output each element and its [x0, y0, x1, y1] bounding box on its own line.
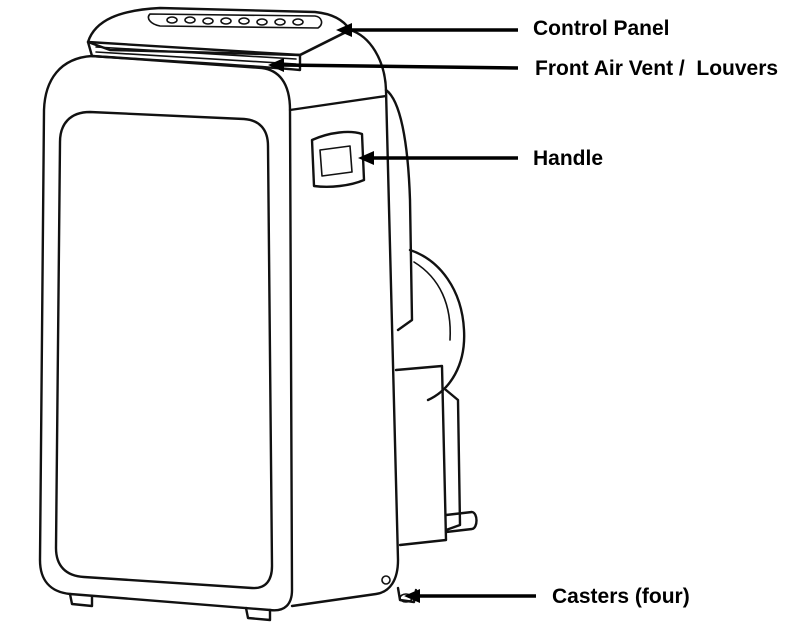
front-shell [38, 54, 294, 612]
label-handle: Handle [533, 147, 603, 170]
front-panel [54, 110, 274, 590]
arrow-handle [358, 151, 374, 165]
label-front-air-vent: Front Air Vent / Louvers [535, 57, 778, 80]
front-air-vent [86, 40, 302, 72]
control-panel [147, 13, 323, 29]
arrow-casters [404, 589, 420, 603]
casters [68, 586, 418, 622]
side-panel [290, 28, 400, 608]
leader-front-air-vent [281, 63, 519, 70]
callout-labels: Control Panel Front Air Vent / Louvers H… [533, 17, 778, 608]
handle [310, 130, 366, 188]
arrow-control-panel [336, 23, 352, 37]
rear-housing [384, 88, 478, 547]
label-control-panel: Control Panel [533, 17, 670, 40]
callout-leaders [268, 23, 536, 603]
unit-illustration [38, 6, 478, 622]
arrow-front-air-vent [268, 58, 284, 72]
label-casters: Casters (four) [552, 585, 690, 608]
